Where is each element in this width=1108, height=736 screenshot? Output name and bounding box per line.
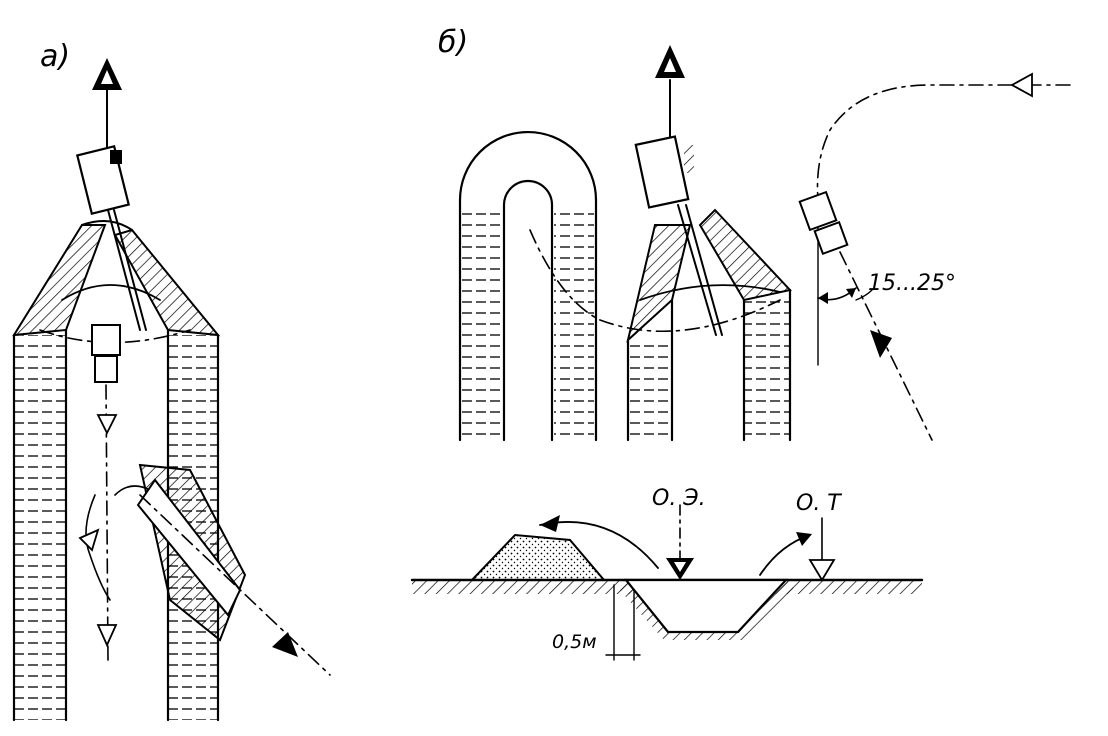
transport-path (78, 384, 151, 661)
offset-label: 0,5м (552, 631, 597, 653)
trench-b (529, 208, 792, 442)
transport-axis-label: О. Т (796, 491, 842, 516)
angle-annotation: 15...25° (817, 271, 956, 304)
excavation-face (12, 220, 221, 344)
panel-b-label: б) (438, 25, 468, 60)
excavator-b (634, 135, 723, 336)
trench-left-wall (12, 328, 68, 722)
panel-a: а) (12, 39, 331, 722)
direction-arrow-up-b (655, 45, 685, 151)
crossing-trench (136, 463, 331, 676)
angle-label: 15...25° (868, 271, 956, 296)
u-trench (458, 130, 598, 442)
direction-arrow-up (92, 58, 122, 161)
excavator (75, 144, 147, 331)
panel-a-label: а) (40, 39, 70, 74)
panel-b: б) (410, 25, 1071, 661)
excavator-axis-label: О. Э. (652, 486, 706, 511)
truck-b (798, 190, 933, 441)
approach-path (816, 72, 1071, 366)
truck (91, 324, 121, 383)
cross-section: О. Э. О. Т 0,5м (410, 486, 924, 661)
